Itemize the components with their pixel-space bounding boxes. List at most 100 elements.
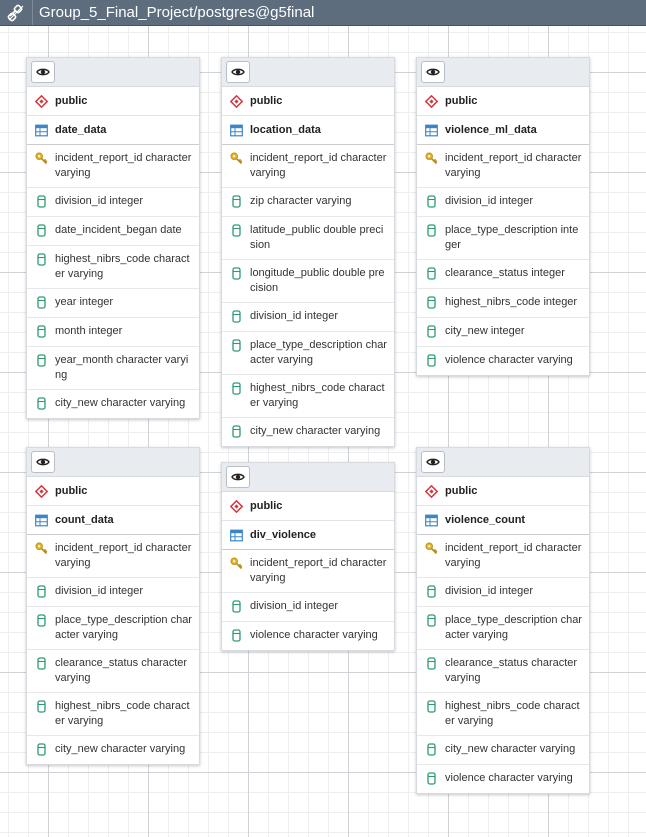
table-name: count_data: [55, 514, 114, 526]
column-row: highest_nibrs_code character varying: [417, 693, 589, 736]
column-label: year_month character varying: [55, 354, 189, 381]
column-row: incident_report_id character varying: [417, 535, 589, 578]
column-label: highest_nibrs_code character varying: [250, 382, 385, 409]
column-label: clearance_status integer: [445, 267, 565, 279]
column-icon: [425, 743, 438, 756]
column-icon: [230, 310, 243, 323]
table-node-violence_ml_data[interactable]: public violence_ml_data incident_report_…: [416, 57, 590, 376]
column-row: incident_report_id character varying: [222, 145, 394, 188]
column-label: division_id integer: [445, 195, 534, 207]
column-icon: [425, 325, 438, 338]
column-icon: [425, 772, 438, 785]
column-row: longitude_public double precision: [222, 260, 394, 303]
column-icon: [35, 325, 48, 338]
eye-icon[interactable]: [31, 451, 55, 473]
table-icon: [35, 124, 48, 137]
table-name-row: violence_count: [417, 506, 589, 535]
column-row: highest_nibrs_code character varying: [27, 693, 199, 736]
column-icon: [35, 700, 48, 713]
column-label: division_id integer: [445, 585, 534, 597]
column-label: highest_nibrs_code character varying: [55, 700, 190, 727]
column-icon: [230, 339, 243, 352]
column-label: incident_report_id character varying: [445, 542, 582, 569]
column-label: month integer: [55, 325, 123, 337]
eye-icon[interactable]: [421, 451, 445, 473]
column-icon: [425, 585, 438, 598]
column-row: month integer: [27, 318, 199, 347]
table-node-count_data[interactable]: public count_data incident_report_id cha…: [26, 447, 200, 765]
table-name-row: count_data: [27, 506, 199, 535]
table-node-toolbar: [27, 448, 199, 477]
column-icon: [35, 657, 48, 670]
column-label: city_new character varying: [55, 397, 186, 409]
column-label: zip character varying: [250, 195, 352, 207]
table-node-date_data[interactable]: public date_data incident_report_id char…: [26, 57, 200, 419]
column-icon: [230, 382, 243, 395]
column-label: latitude_public double precision: [250, 224, 384, 251]
table-node-location_data[interactable]: public location_data incident_report_id …: [221, 57, 395, 447]
table-name-row: date_data: [27, 116, 199, 145]
schema-row: public: [222, 492, 394, 521]
column-label: year integer: [55, 296, 114, 308]
column-icon: [425, 657, 438, 670]
schema-name: public: [445, 485, 478, 497]
table-node-div_violence[interactable]: public div_violence incident_report_id c…: [221, 462, 395, 651]
table-node-toolbar: [417, 58, 589, 87]
column-row: place_type_description character varying: [417, 607, 589, 650]
column-row: division_id integer: [417, 578, 589, 607]
column-icon: [425, 614, 438, 627]
column-icon: [425, 267, 438, 280]
column-row: clearance_status integer: [417, 260, 589, 289]
column-icon: [35, 224, 48, 237]
column-label: place_type_description character varying: [55, 614, 192, 641]
column-row: violence character varying: [222, 622, 394, 650]
column-label: city_new integer: [445, 325, 525, 337]
schema-row: public: [417, 477, 589, 506]
column-label: incident_report_id character varying: [445, 152, 582, 179]
column-label: division_id integer: [250, 600, 339, 612]
table-name-row: violence_ml_data: [417, 116, 589, 145]
column-row: violence character varying: [417, 347, 589, 375]
column-row: zip character varying: [222, 188, 394, 217]
schema-name: public: [445, 95, 478, 107]
column-icon: [35, 614, 48, 627]
column-row: city_new character varying: [27, 390, 199, 418]
column-icon: [230, 600, 243, 613]
eye-icon[interactable]: [421, 61, 445, 83]
column-row: city_new character varying: [222, 418, 394, 446]
primary-key-icon: [425, 152, 438, 165]
column-label: incident_report_id character varying: [250, 557, 387, 584]
table-icon: [35, 514, 48, 527]
column-icon: [425, 224, 438, 237]
schema-icon: [230, 499, 243, 513]
table-name: violence_ml_data: [445, 124, 537, 136]
schema-icon: [425, 94, 438, 108]
column-row: clearance_status character varying: [27, 650, 199, 693]
column-row: city_new character varying: [417, 736, 589, 765]
column-label: place_type_description integer: [445, 224, 579, 251]
table-node-violence_count[interactable]: public violence_count incident_report_id…: [416, 447, 590, 794]
column-icon: [230, 425, 243, 438]
table-icon: [425, 124, 438, 137]
eye-icon[interactable]: [226, 466, 250, 488]
column-label: violence character varying: [250, 629, 378, 641]
table-name: location_data: [250, 124, 321, 136]
column-row: clearance_status character varying: [417, 650, 589, 693]
column-label: city_new character varying: [445, 743, 576, 755]
eye-icon[interactable]: [226, 61, 250, 83]
primary-key-icon: [230, 152, 243, 165]
column-icon: [425, 354, 438, 367]
column-icon: [35, 397, 48, 410]
column-row: division_id integer: [27, 578, 199, 607]
table-name-row: div_violence: [222, 521, 394, 550]
column-label: division_id integer: [55, 195, 144, 207]
schema-row: public: [27, 87, 199, 116]
eye-icon[interactable]: [31, 61, 55, 83]
schema-row: public: [222, 87, 394, 116]
column-row: place_type_description character varying: [222, 332, 394, 375]
primary-key-icon: [35, 542, 48, 555]
column-row: highest_nibrs_code character varying: [222, 375, 394, 418]
primary-key-icon: [35, 152, 48, 165]
column-label: highest_nibrs_code character varying: [55, 253, 190, 280]
